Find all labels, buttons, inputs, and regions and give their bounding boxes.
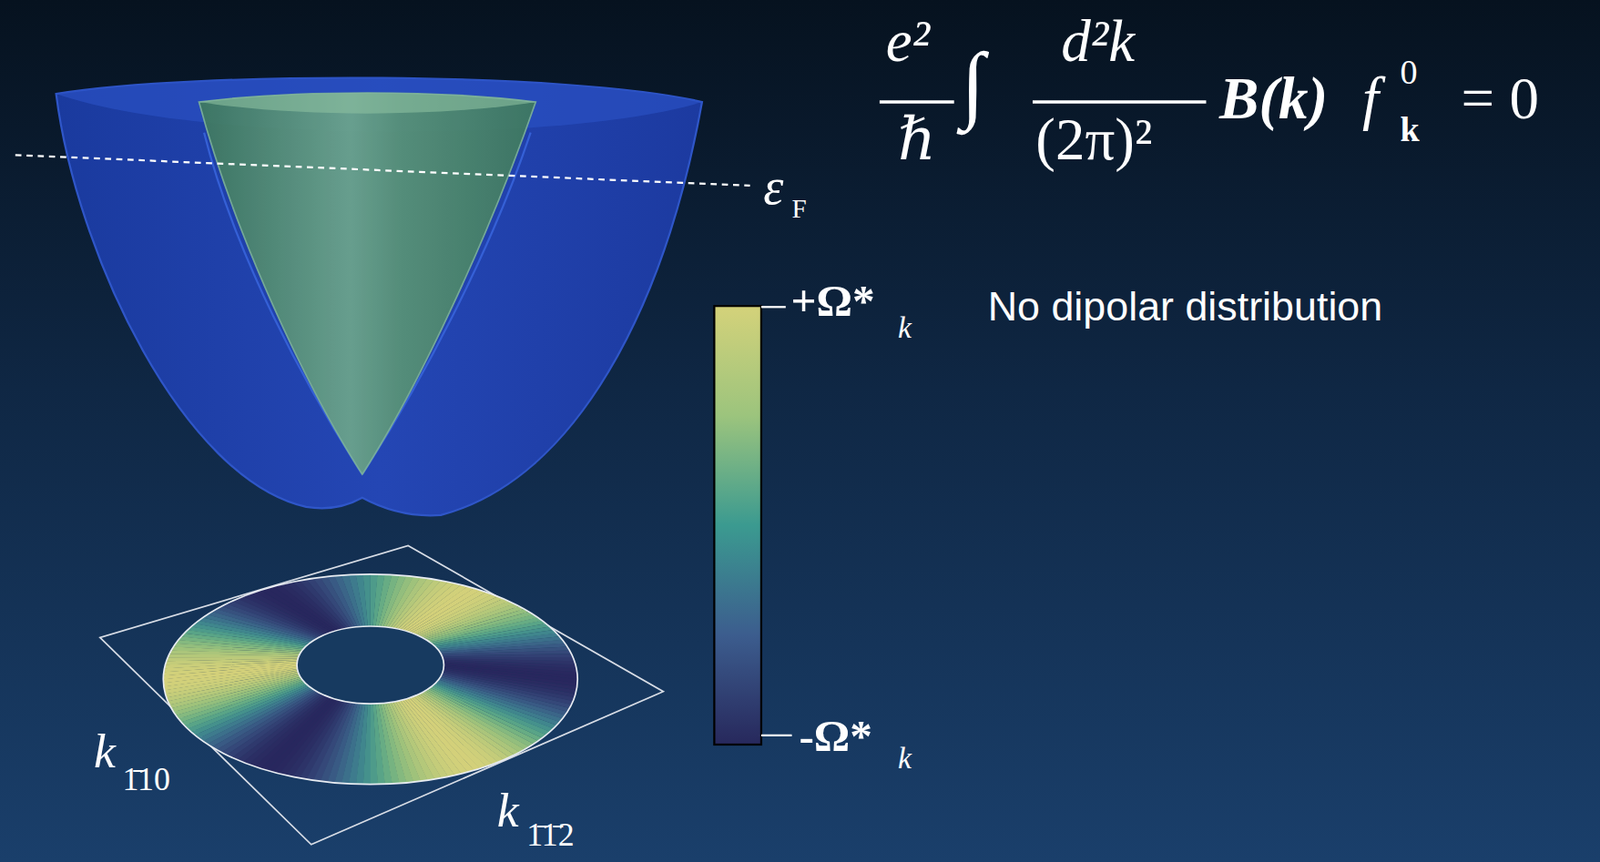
subscript: k	[897, 743, 912, 775]
axis-label: k	[93, 726, 116, 776]
note: No dipolar distribution	[988, 285, 1384, 327]
outer-band	[56, 78, 703, 517]
subscript: k	[1399, 112, 1419, 147]
fermi-level	[15, 154, 751, 186]
fermi-energy-label: ε	[763, 161, 784, 213]
color-bar	[713, 305, 762, 745]
subscript: F	[792, 195, 807, 223]
subscript: 1̄1̄2	[526, 818, 574, 852]
equation-term: d²k	[1060, 11, 1135, 72]
axis-label: k	[497, 785, 520, 836]
berry-curvature-ring	[163, 574, 578, 785]
equation-term: ℏ	[897, 110, 937, 170]
fraction-bar	[879, 100, 955, 103]
ring-sector	[369, 574, 378, 627]
equation-term: B(k)	[1219, 69, 1328, 129]
superscript: 0	[1399, 55, 1417, 91]
equation-term: e²	[886, 11, 930, 72]
integral-sign: ∫	[961, 40, 986, 127]
tick	[761, 734, 793, 737]
ring-hole	[296, 626, 444, 704]
inner-band	[199, 92, 537, 475]
inner-band-rim	[199, 92, 537, 114]
subscript: 1̄10	[122, 763, 170, 796]
ring-sector	[443, 665, 578, 684]
ring-sector	[442, 657, 575, 663]
equation-term: f	[1362, 69, 1379, 129]
tick	[761, 305, 786, 308]
ring-outline	[163, 574, 578, 785]
equation-term: = 0	[1461, 69, 1539, 129]
fraction-bar	[1032, 100, 1206, 103]
ring-sector	[443, 666, 578, 687]
colorbar-max: +Ω*	[790, 279, 875, 325]
equation-term: (2π)²	[1035, 110, 1152, 170]
k-plane	[100, 545, 664, 845]
subscript: k	[897, 312, 912, 344]
ring-sector	[363, 703, 371, 785]
colorbar-min: -Ω*	[798, 713, 873, 759]
